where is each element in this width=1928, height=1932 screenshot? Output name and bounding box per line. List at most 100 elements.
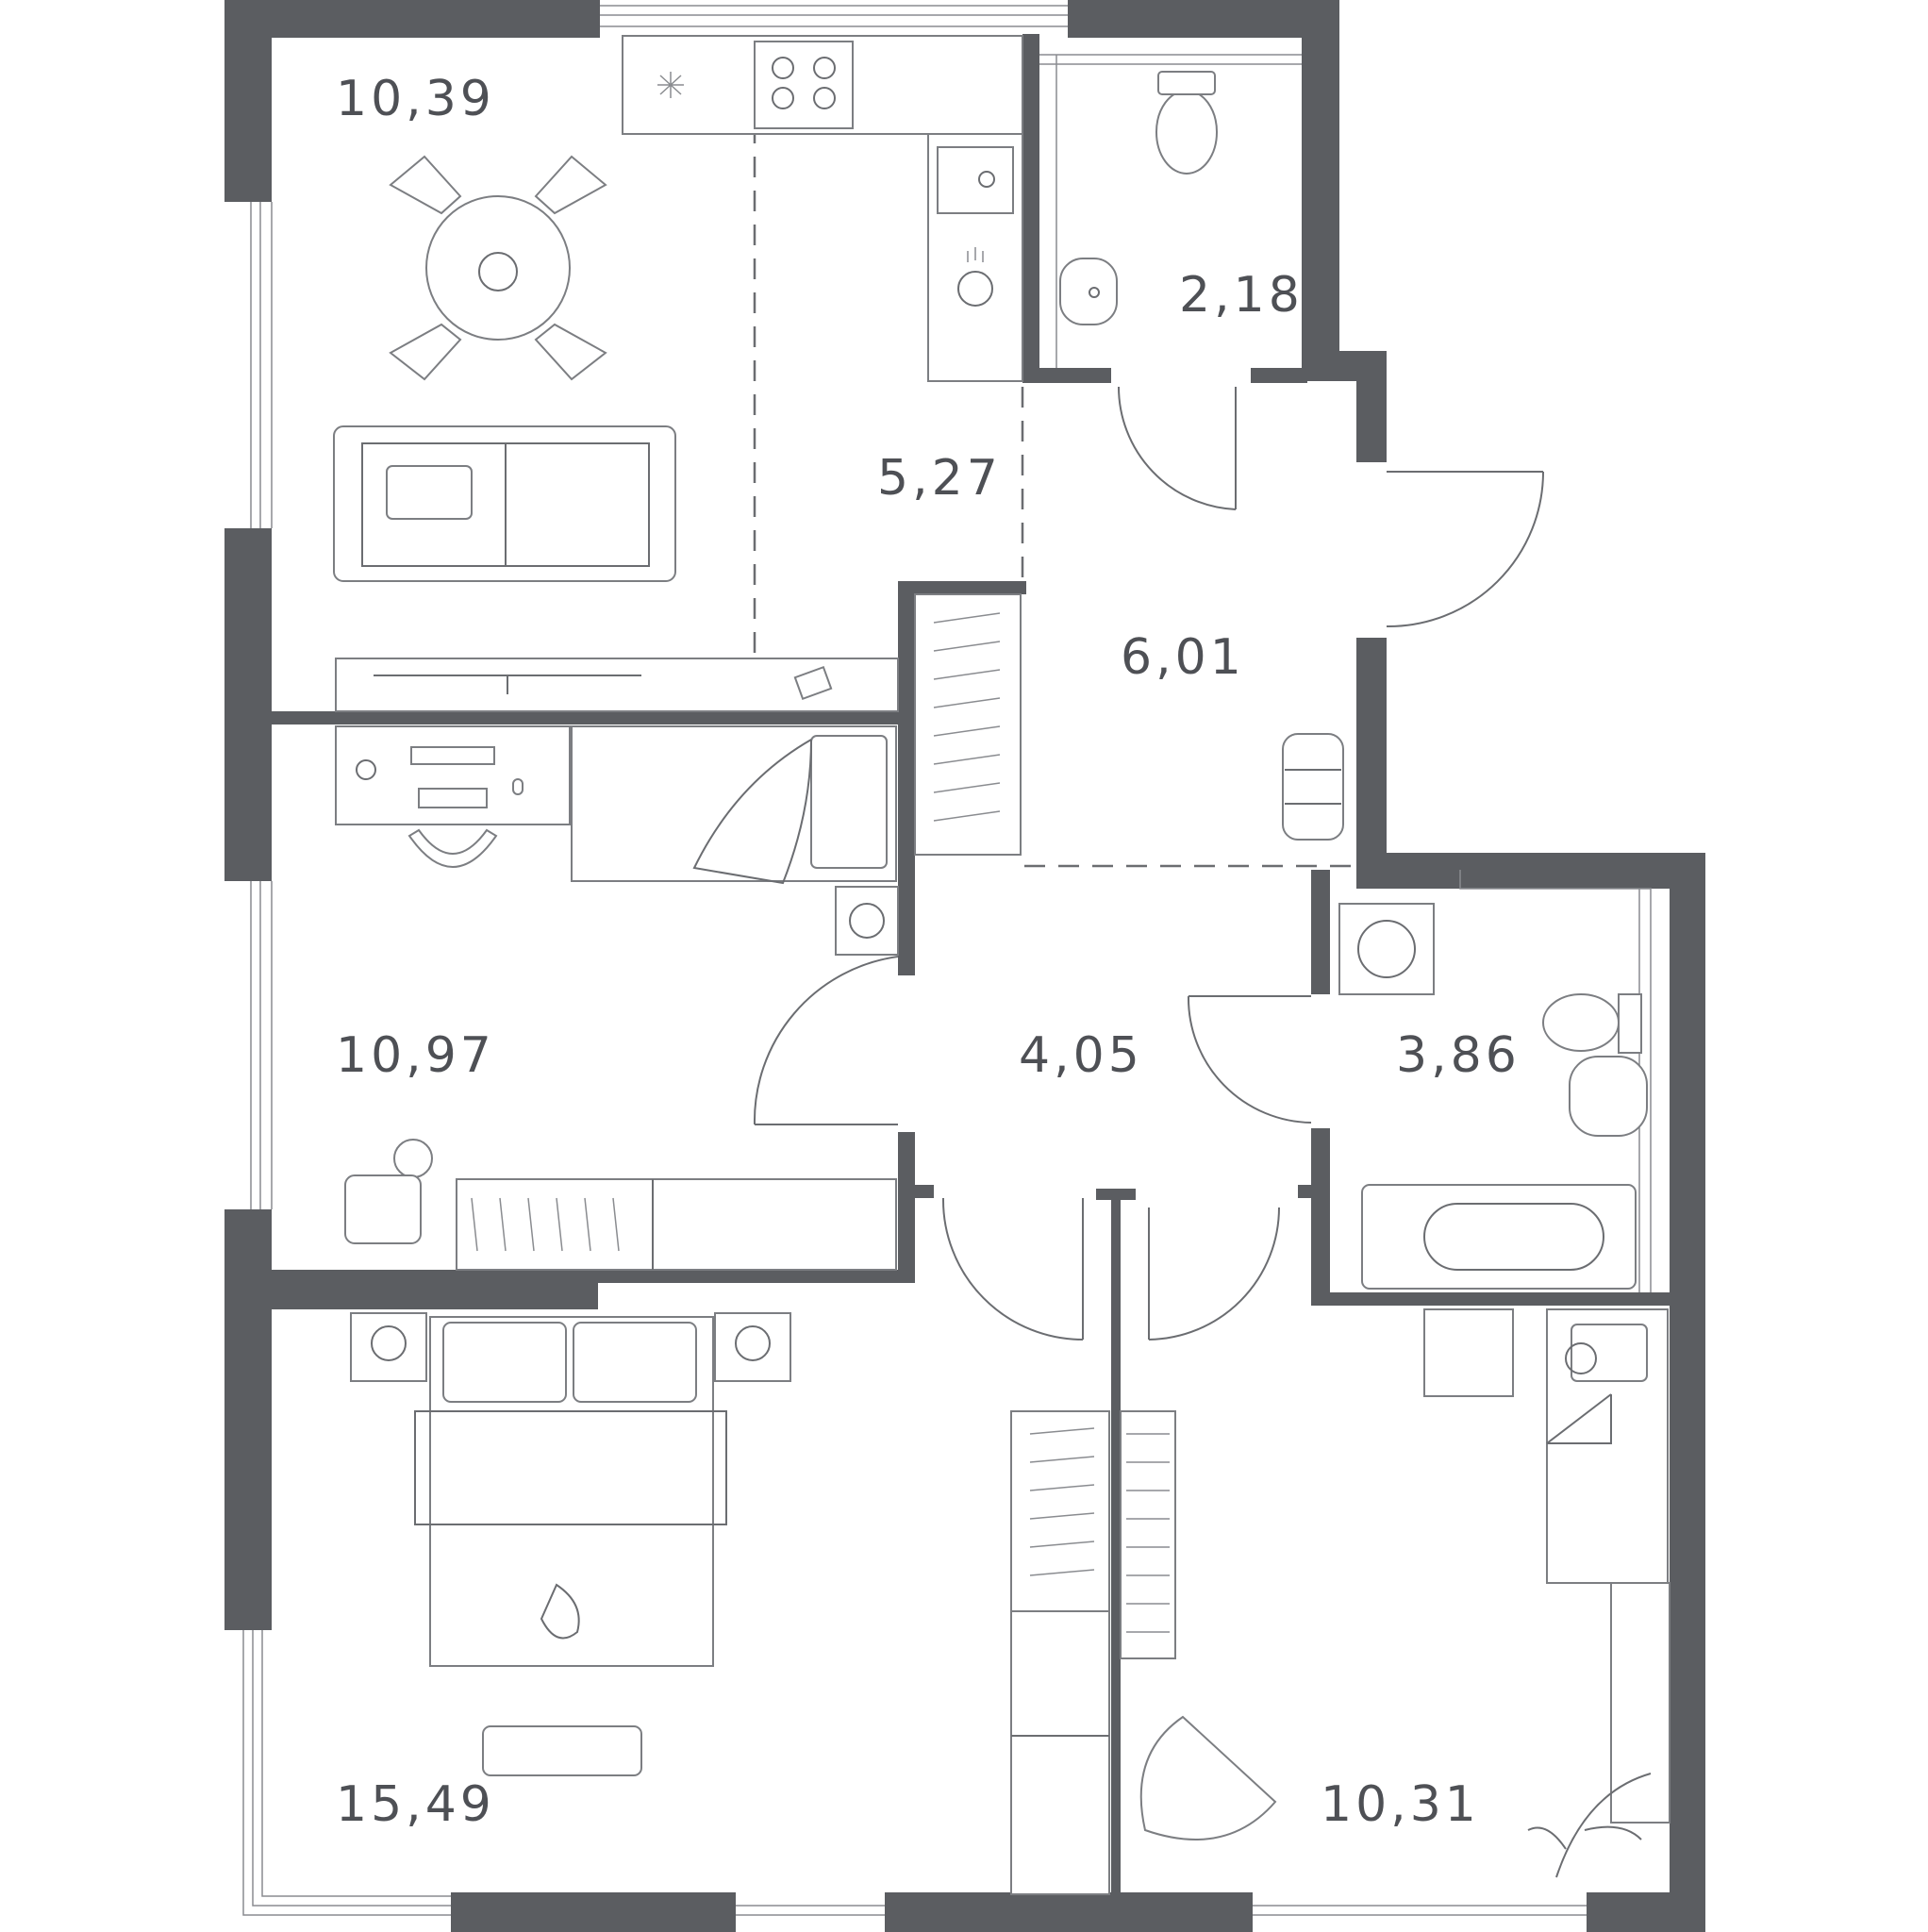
door-wc [1117,386,1237,510]
bathtub [1361,1184,1637,1290]
wall-right-upper [1302,0,1339,351]
desk-chair [407,828,498,868]
bathtub-basin [1423,1203,1604,1271]
tv [374,675,641,694]
lamp-icon [371,1325,407,1361]
dog-figure [540,1583,580,1640]
zone-lines [753,123,1356,868]
wall-stub-right [1298,1185,1324,1198]
wall-living-bedroom1 [272,711,898,724]
furniture [333,35,1670,1895]
bath-toilet [1542,993,1620,1052]
toilet [1155,90,1218,175]
wall-bedroom1-bottom [598,1270,913,1283]
wc-sink [1059,258,1118,325]
wall-entrance-upper [1356,351,1387,462]
door-bedroom-main [941,1197,1084,1341]
pillow [810,735,888,869]
burner-icon [813,57,836,79]
ball-icon [393,1139,433,1178]
nightstand [714,1312,791,1382]
bookshelf [1120,1410,1176,1659]
washing-drum [1357,920,1416,978]
wall-right-notch [1356,853,1705,889]
blanket [692,739,812,885]
pouf [1282,733,1344,841]
window-top [600,5,1068,27]
toilet-tank [1157,71,1216,95]
area-label-wc: 2,18 [1179,267,1304,324]
wall-bottom-2 [885,1892,1253,1932]
chair [389,155,462,215]
monitor [410,746,495,765]
dresser [1610,1582,1670,1824]
area-label-bedroom-1: 10,97 [336,1027,495,1084]
desk [335,725,571,825]
area-label-living: 10,39 [336,71,495,127]
window-left-1 [250,202,273,528]
area-label-kitchen: 5,27 [877,450,1002,507]
window-left-3 [242,1630,451,1916]
burner-icon [772,57,794,79]
wall-entrance-lower [1356,638,1387,857]
area-label-bedroom-2: 10,31 [1321,1776,1480,1833]
nightstand [835,886,899,956]
sofa-seat [361,442,650,567]
armchair [1139,1715,1277,1840]
hangers [933,612,1001,822]
wall-bottom-3 [1587,1892,1705,1932]
lamp-icon [849,903,885,939]
bath-sink [1569,1056,1648,1137]
drain-icon [978,171,995,188]
wall-corridor-center [1096,1189,1136,1200]
teddy-bear-icon [1565,1342,1597,1374]
burner-icon [772,87,794,109]
door-entrance [1386,471,1544,628]
wall-left-1 [224,0,272,202]
walls [224,0,1705,1932]
wall-bath-bottom [1311,1292,1688,1306]
chair [534,323,607,381]
lamp-icon [735,1325,771,1361]
bath-toilet-tank [1618,993,1642,1054]
windows [242,5,1652,1916]
wall-top-left [224,0,600,38]
wardrobe [456,1178,897,1271]
area-label-corridor: 4,05 [1019,1027,1143,1084]
nightstand [350,1312,427,1382]
hangers [1029,1427,1095,1576]
toys [344,1174,422,1244]
wall-left-2 [224,528,272,881]
area-label-bedroom-main: 15,49 [336,1776,495,1833]
pillow [1571,1324,1648,1382]
cushion [386,465,473,520]
hangers [471,1197,620,1252]
wall-bedroom1-bedroom-main [272,1270,598,1309]
door-bedroom2 [1148,1207,1280,1341]
water-spray-icon [967,247,984,262]
keyboard [418,788,488,808]
drain-icon [1089,287,1100,298]
window-left-2 [250,881,273,1209]
chair [534,155,607,215]
wall-right-lower [1670,853,1705,1932]
mouse [512,778,524,795]
cabinet [1010,1610,1110,1895]
pillow [442,1322,567,1403]
area-label-hall: 6,01 [1121,629,1245,686]
wall-bath-left-lower [1311,1128,1330,1306]
wall-closet-left-upper [898,581,915,975]
wardrobe [1010,1410,1110,1612]
window-bottom-2 [736,1905,885,1916]
fan-icon [657,72,684,98]
wall-left-3 [224,1209,272,1630]
blanket [1546,1393,1612,1444]
duvet [414,1410,727,1525]
plant-icon [1527,1773,1652,1878]
washing-machine [1338,903,1435,995]
door-bedroom1 [753,956,899,1125]
wall-kitchen-wc [1022,34,1039,383]
window-bottom-3 [1253,1905,1587,1916]
wall-top-right [1068,0,1339,38]
